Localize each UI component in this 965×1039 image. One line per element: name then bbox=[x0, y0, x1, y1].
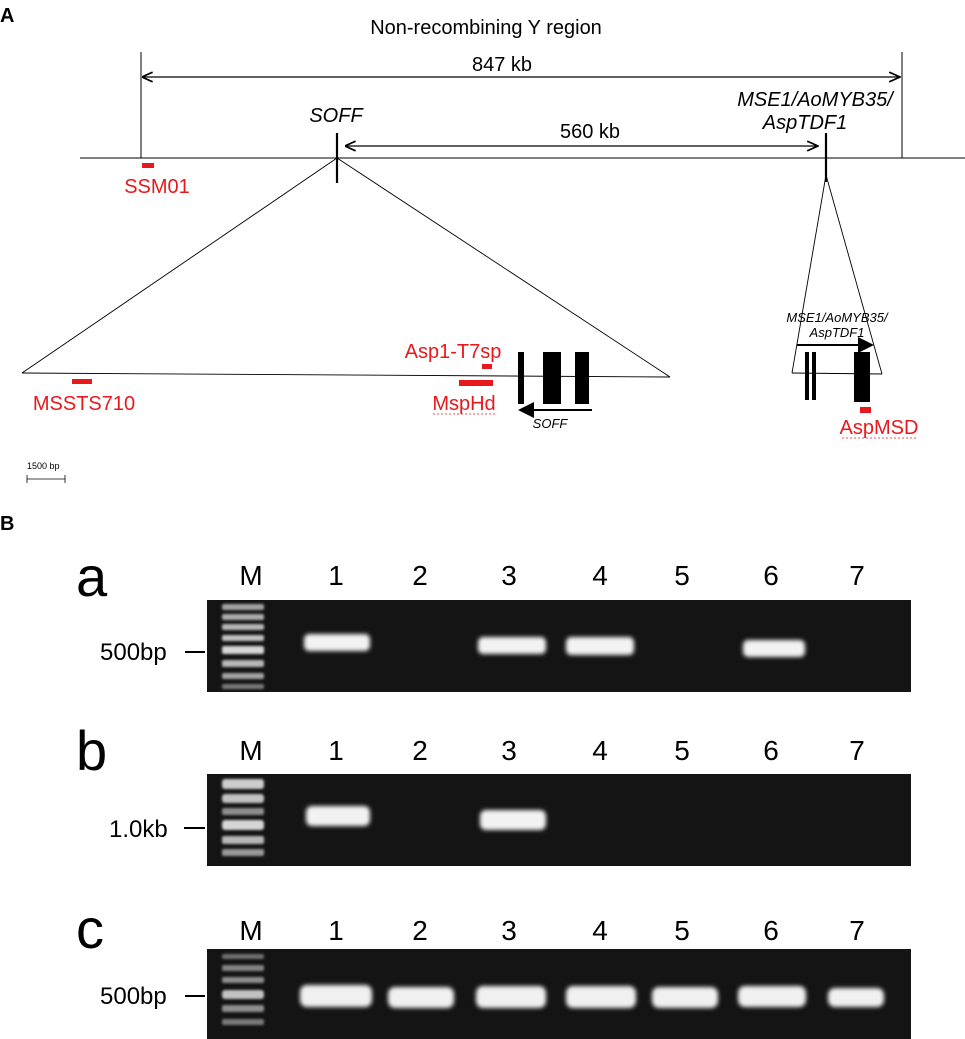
gel-a-lane-7: 7 bbox=[849, 560, 865, 591]
gel-a-band-4 bbox=[566, 637, 634, 655]
zoom-left-baseline bbox=[21, 372, 671, 378]
ssm01-label: SSM01 bbox=[124, 176, 190, 198]
gel-a-size-label: 500bp bbox=[100, 639, 167, 666]
gel-b-lane-7: 7 bbox=[849, 735, 865, 766]
gel-c-label: c bbox=[76, 897, 104, 960]
zoom-right-label-line1: MSE1/AoMYB35/ bbox=[786, 310, 889, 325]
soff-exon-2 bbox=[543, 352, 561, 404]
span-label: 847 kb bbox=[472, 54, 532, 76]
zoom-right-edge-1 bbox=[791, 174, 827, 374]
gel-a-band-3 bbox=[478, 637, 546, 654]
soff-exon-1 bbox=[518, 352, 524, 404]
gel-c-lane-7: 7 bbox=[849, 915, 865, 946]
gel-b-band-1 bbox=[306, 806, 370, 826]
gel-b-lane-2: 2 bbox=[412, 735, 428, 766]
gene-left-label: SOFF bbox=[309, 105, 364, 127]
region-title: Non-recombining Y region bbox=[370, 17, 602, 39]
gel-c-band-2 bbox=[388, 987, 454, 1008]
panel-a-letter: A bbox=[0, 5, 14, 27]
gel-c-lane-1: 1 bbox=[328, 915, 344, 946]
aspmsd-label: AspMSD bbox=[840, 417, 919, 439]
gel-b-lane-m: M bbox=[239, 735, 262, 766]
msphd-marker bbox=[459, 380, 493, 386]
mse1-exon-2 bbox=[812, 352, 816, 400]
asp1-t7sp-marker bbox=[482, 364, 492, 369]
gel-c-size-label: 500bp bbox=[100, 983, 167, 1010]
gel-c-band-1 bbox=[300, 985, 372, 1007]
gel-a-lane-1: 1 bbox=[328, 560, 344, 591]
panel-b-letter: B bbox=[0, 513, 14, 535]
gel-b-bands bbox=[306, 806, 546, 830]
gene-right-label-line1: MSE1/AoMYB35/ bbox=[737, 89, 895, 111]
gel-c-ladder bbox=[222, 954, 264, 1025]
gel-a-band-6 bbox=[743, 640, 805, 657]
asp1-t7sp-label: Asp1-T7sp bbox=[405, 341, 502, 363]
msphd-label: MspHd bbox=[432, 393, 495, 415]
zoom-right-label-line2: AspTDF1 bbox=[809, 325, 865, 340]
mssts710-label: MSSTS710 bbox=[33, 393, 135, 415]
gel-b-ladder bbox=[222, 779, 264, 856]
soff-exon-3 bbox=[575, 352, 589, 404]
gel-a-lane-5: 5 bbox=[674, 560, 690, 591]
ssm01-marker bbox=[142, 163, 154, 168]
gel-c-lane-m: M bbox=[239, 915, 262, 946]
gel-b-lane-6: 6 bbox=[763, 735, 779, 766]
gel-b-band-3 bbox=[480, 810, 546, 830]
gel-b: b M 1 2 3 4 5 6 7 1.0kb bbox=[76, 719, 911, 866]
gel-c-lane-3: 3 bbox=[501, 915, 517, 946]
gel-c-lane-4: 4 bbox=[592, 915, 608, 946]
soff-gene-label: SOFF bbox=[533, 416, 569, 431]
gel-b-label: b bbox=[76, 719, 107, 782]
gel-c-band-5 bbox=[652, 987, 718, 1008]
gel-a-lane-4: 4 bbox=[592, 560, 608, 591]
gel-c-band-7 bbox=[828, 988, 884, 1007]
gel-a-lane-6: 6 bbox=[763, 560, 779, 591]
gel-c-bands bbox=[300, 985, 884, 1008]
gel-b-lane-5: 5 bbox=[674, 735, 690, 766]
gel-a: a M 1 2 3 4 5 6 7 500bp bbox=[76, 545, 911, 692]
gel-c-band-3 bbox=[476, 986, 546, 1008]
gel-a-lane-m: M bbox=[239, 560, 262, 591]
gel-a-lane-2: 2 bbox=[412, 560, 428, 591]
gel-b-lane-1: 1 bbox=[328, 735, 344, 766]
aspmsd-marker bbox=[860, 407, 871, 413]
zoom-left-edge-1 bbox=[21, 157, 338, 374]
gel-a-label: a bbox=[76, 545, 108, 608]
mse1-exon-1 bbox=[805, 352, 809, 400]
gel-b-size-label: 1.0kb bbox=[109, 816, 168, 843]
gel-c-lane-2: 2 bbox=[412, 915, 428, 946]
zoom-left-edge-2 bbox=[336, 157, 671, 378]
mse1-exon-3 bbox=[854, 352, 870, 402]
gel-c-band-6 bbox=[738, 986, 806, 1007]
gel-a-bands bbox=[304, 634, 805, 657]
scale-bar-label: 1500 bp bbox=[27, 461, 60, 471]
gel-a-band-1 bbox=[304, 634, 370, 651]
gel-a-lane-3: 3 bbox=[501, 560, 517, 591]
gel-c-lane-5: 5 bbox=[674, 915, 690, 946]
gel-c-lane-6: 6 bbox=[763, 915, 779, 946]
gap-label: 560 kb bbox=[560, 121, 620, 143]
gel-b-lane-4: 4 bbox=[592, 735, 608, 766]
mssts710-marker bbox=[72, 379, 92, 384]
gel-a-ladder bbox=[222, 604, 264, 689]
gel-b-lane-3: 3 bbox=[501, 735, 517, 766]
gene-right-label-line2: AspTDF1 bbox=[762, 112, 847, 134]
gel-c: c M 1 2 3 4 5 6 7 500bp bbox=[76, 897, 911, 1039]
gel-c-band-4 bbox=[566, 986, 636, 1008]
